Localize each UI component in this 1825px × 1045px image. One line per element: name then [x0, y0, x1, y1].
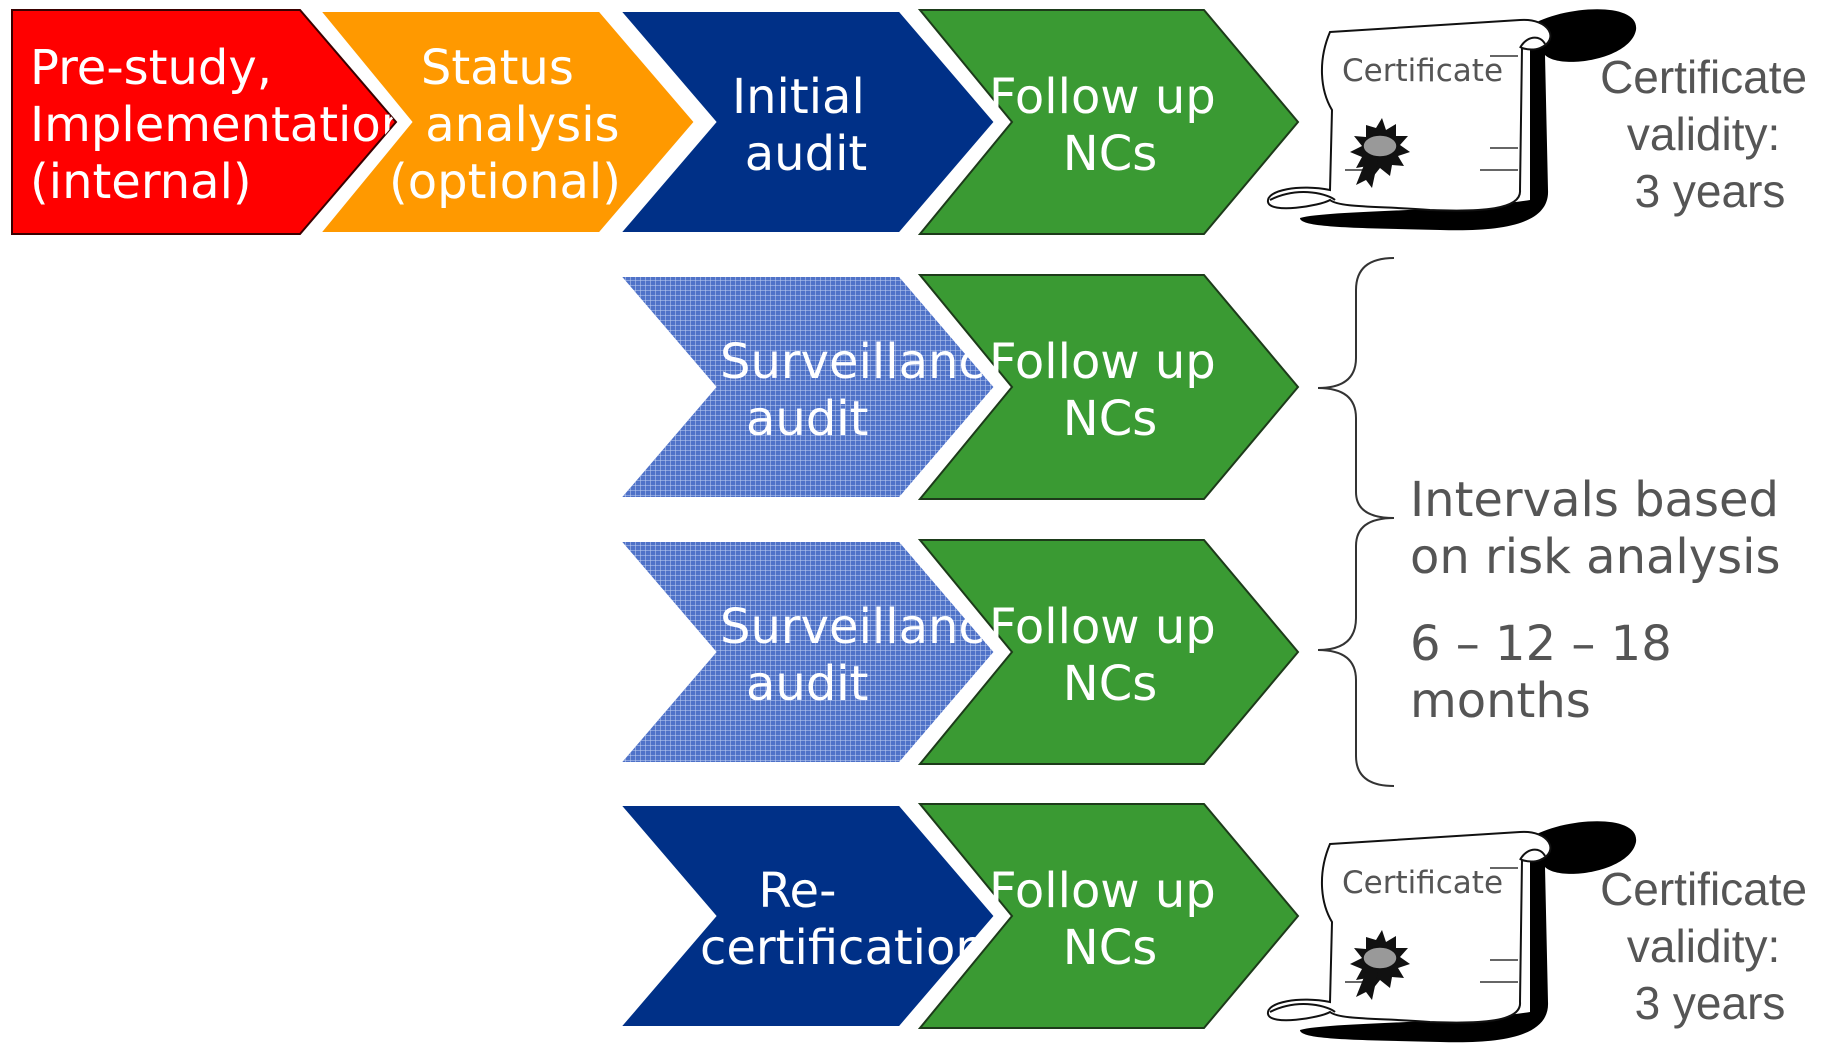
chevron-follow-up-ncs-row2: Follow up NCs — [917, 274, 1300, 500]
certificate-word-2: Certificate — [1342, 865, 1503, 901]
svg-text:Follow up NCs: Follow up NCs — [989, 69, 1231, 182]
chevron-follow-up-ncs-row3: Follow up NCs — [917, 539, 1300, 765]
initial-audit-line1: Initial — [732, 69, 865, 125]
svg-text:Surveillance audit: Surveillance audit — [720, 334, 1030, 447]
certificate-scroll-icon: Certificate — [1267, 821, 1637, 1043]
svg-text:Follow up NCs: Follow up NCs — [989, 863, 1231, 976]
chevron-initial-audit: Initial audit — [613, 8, 999, 236]
follow-up-line2: NCs — [1063, 126, 1157, 182]
svg-text:Surveillance audit: Surveillance audit — [720, 599, 1030, 712]
svg-text:Follow up NCs: Follow up NCs — [989, 334, 1231, 447]
chevron-follow-up-ncs-row1: Follow up NCs — [917, 9, 1300, 235]
chevron-surveillance-audit-1: Surveillance audit — [613, 273, 1030, 501]
status-analysis-line3: (optional) — [389, 154, 621, 210]
certificate-validity-1: Certificate validity: 3 years — [1600, 51, 1820, 217]
pre-study-line3: (internal) — [30, 154, 252, 210]
row-surveillance-2: Follow up NCs Surveillance audit — [613, 538, 1300, 766]
interval-brace — [1317, 257, 1395, 787]
status-analysis-line1: Status — [421, 40, 574, 96]
chevron-pre-study: Pre-study, Implementation (internal) — [11, 9, 426, 235]
certificate-validity-2: Certificate validity: 3 years — [1600, 863, 1820, 1029]
row-recertification: Follow up NCs Re- certification — [613, 802, 1300, 1030]
certificate-word-1: Certificate — [1342, 53, 1503, 89]
initial-audit-line2: audit — [745, 126, 867, 182]
intervals-text: Intervals based on risk analysis 6 – 12 … — [1410, 472, 1796, 729]
chevron-surveillance-audit-2: Surveillance audit — [613, 538, 1030, 766]
svg-text:Status analysis: Status analysis (optional) — [389, 40, 635, 210]
svg-text:Initial audit: Initial audit — [732, 69, 880, 182]
chevron-re-certification: Re- certification — [613, 802, 999, 1030]
follow-up-line1: Follow up — [989, 69, 1216, 125]
svg-text:Pre-study, Implementat: Pre-study, Implementation (internal) — [30, 40, 426, 210]
row-surveillance-1: Follow up NCs Surveillance audit — [613, 273, 1300, 501]
certificate-scroll-icon: Certificate — [1267, 9, 1637, 231]
chevron-follow-up-ncs-row4: Follow up NCs — [917, 803, 1300, 1029]
row-initial-certification: Follow up NCs Initial audit Status analy… — [11, 8, 1300, 236]
chevron-status-analysis: Status analysis (optional) — [313, 8, 699, 236]
pre-study-line2: Implementation — [30, 97, 411, 153]
status-analysis-line2: analysis — [425, 97, 619, 153]
svg-text:Follow up NCs: Follow up NCs — [989, 599, 1231, 712]
pre-study-line1: Pre-study, — [30, 40, 272, 96]
svg-text:Re- certification: Re- certification — [700, 863, 986, 976]
